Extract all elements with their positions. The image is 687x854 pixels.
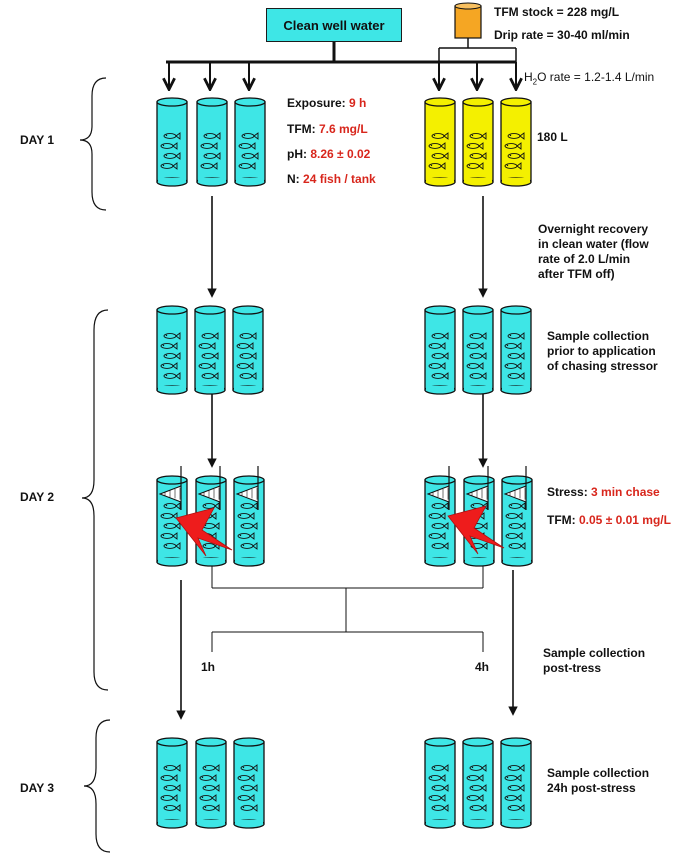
recovery-note: Overnight recovery in clean water (flow … [538, 222, 649, 281]
stress-tfm-note: TFM: 0.05 ± 0.01 mg/L [547, 513, 671, 527]
tank-volume-label: 180 L [537, 130, 568, 144]
day1-tfm-tank-1 [424, 97, 456, 187]
sample-24h-note: Sample collection 24h post-stress [547, 766, 650, 795]
time-4h-label: 4h [475, 660, 490, 674]
stress-lightning-icon-control [175, 507, 233, 557]
exposure-ph: pH: 8.26 ± 0.02 [287, 147, 371, 161]
day3-control-tank-3 [233, 737, 265, 829]
day3-control-tank-2 [195, 737, 227, 829]
day2-control-tank-2 [194, 305, 226, 395]
inflow-arrows [169, 62, 516, 88]
day3-label: DAY 3 [20, 781, 55, 795]
day3-tfm-tank-1 [424, 737, 456, 829]
water-supply-pipes [166, 38, 517, 64]
tfm-stock-label: TFM stock = 228 mg/L [494, 5, 620, 19]
day1-label: DAY 1 [20, 133, 55, 147]
day1-tfm-tank-3 [500, 97, 532, 187]
day1-control-tank-2 [196, 97, 228, 187]
stress-note: Stress: 3 min chase [547, 485, 660, 499]
clean-water-source: Clean well water [266, 8, 402, 42]
day2-tfm-tank-2 [462, 305, 494, 395]
time-1h-label: 1h [201, 660, 216, 674]
day1-brace [79, 77, 107, 211]
tfm-stock-bottle [454, 2, 482, 39]
day2-tfm-tank-1 [424, 305, 456, 395]
drip-rate-label: Drip rate = 30-40 ml/min [494, 28, 630, 42]
exposure-tfm: TFM: 7.6 mg/L [287, 122, 368, 136]
day1-control-tank-1 [156, 97, 188, 187]
exposure-duration: Exposure: 9 h [287, 96, 367, 110]
sample-prior-note: Sample collection prior to application o… [547, 329, 658, 373]
day3-control-tank-1 [156, 737, 188, 829]
day2-label: DAY 2 [20, 490, 55, 504]
sample-post-note: Sample collection post-tress [543, 646, 646, 675]
flow-arrows [176, 196, 518, 720]
exposure-n: N: 24 fish / tank [287, 172, 376, 186]
day1-tfm-tank-2 [462, 97, 494, 187]
day3-tfm-tank-2 [462, 737, 494, 829]
day2-tfm-tank-3 [500, 305, 532, 395]
day2-brace [81, 309, 109, 691]
day2-control-tank-1 [156, 305, 188, 395]
day3-brace [83, 719, 111, 853]
day3-tfm-tank-3 [500, 737, 532, 829]
day-braces [79, 77, 111, 853]
h2o-rate-label: H2O rate = 1.2-1.4 L/min [524, 70, 655, 87]
stress-lightning-icon-tfm [447, 505, 505, 555]
day1-control-tank-3 [234, 97, 266, 187]
day2-control-tank-3 [232, 305, 264, 395]
day2-chase-control-tank-3 [233, 466, 265, 567]
day2-chase-tfm-tank-3 [501, 466, 533, 567]
sampling-connectors [211, 566, 484, 652]
